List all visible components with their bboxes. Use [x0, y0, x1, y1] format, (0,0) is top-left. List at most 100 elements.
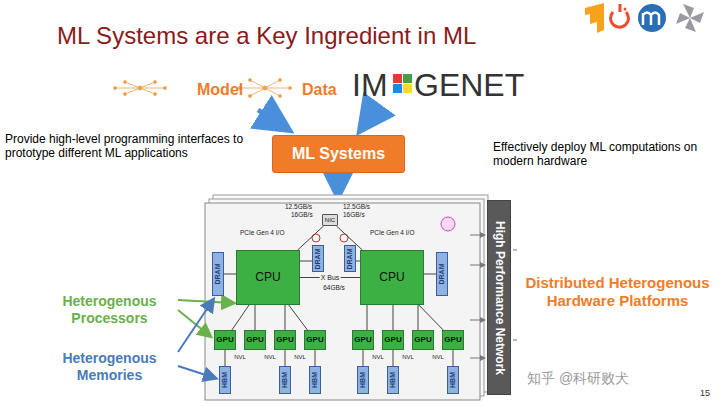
cpu-box: CPU: [236, 250, 300, 305]
dram-box: DRAM: [212, 252, 224, 296]
node-text: HBM: [359, 372, 367, 388]
drawing-part: [470, 320, 485, 321]
note-text: Provide high-level programming interface…: [5, 132, 270, 161]
drawing-part: [138, 86, 142, 90]
drawing-part: [154, 81, 157, 84]
node-text: HBM: [389, 372, 397, 388]
drawing-part: [164, 87, 167, 90]
node-text: HBM: [281, 372, 289, 388]
input-label: Data: [302, 80, 337, 99]
gpu-box: GPU: [382, 330, 404, 350]
network-band: High Performance Network: [487, 200, 511, 395]
imagenet-icon: [393, 74, 412, 93]
hbm-box: HBM: [357, 366, 369, 394]
system-box: ML Systems: [272, 135, 405, 173]
drawing-part: [441, 217, 455, 231]
drawing-part: [676, 13, 690, 24]
connector: [225, 350, 226, 366]
node-text: GPU: [414, 336, 431, 345]
watermark: 知乎 @科研败犬: [527, 370, 629, 387]
link-label: NVL: [233, 354, 247, 361]
nic-box: NIC: [322, 214, 338, 226]
page-number: 15: [700, 388, 710, 399]
logo-text: IM: [352, 66, 388, 104]
link-label: NVL: [263, 354, 277, 361]
input-label: Model: [197, 80, 243, 99]
cpu-box: CPU: [360, 250, 424, 305]
connector-label: X Bus: [320, 273, 341, 281]
drawing-part: [690, 12, 704, 23]
drawing-part: [513, 340, 517, 341]
drawing-part: [124, 81, 127, 84]
slide-title: ML Systems are a Key Ingredient in ML: [57, 22, 476, 50]
connector: [393, 305, 394, 330]
drawing-part: [125, 82, 155, 94]
drawing-part: [263, 86, 267, 90]
drawing-part: [258, 110, 286, 128]
drawing-part: [205, 203, 480, 400]
note-text: Effectively deploy ML computations on mo…: [493, 140, 715, 169]
node-text: HBM: [221, 372, 229, 388]
node-text: High Performance Network: [492, 220, 505, 374]
connector: [285, 305, 286, 330]
connector: [453, 350, 454, 366]
link-label: NVL: [371, 354, 385, 361]
framework-logos: [585, 3, 704, 33]
link-label: NVL: [293, 354, 307, 361]
drawing-part: [289, 87, 292, 90]
node-text: HBM: [449, 372, 457, 388]
dram-box: DRAM: [344, 245, 356, 272]
connector: [289, 305, 308, 330]
node-text: NIC: [325, 217, 335, 224]
connector: [418, 305, 419, 330]
drawing-part: [624, 8, 627, 11]
gpu-box: GPU: [244, 330, 266, 350]
drawing-part: [403, 74, 412, 83]
bandwidth-label: 12.5GB/s: [285, 203, 312, 211]
connector: [300, 261, 312, 262]
drawing-part: [470, 235, 485, 236]
gpu-box: GPU: [274, 330, 296, 350]
hbm-box: HBM: [447, 366, 459, 394]
node-text: GPU: [246, 336, 263, 345]
drawing-part: [611, 12, 629, 27]
drawing-part: [250, 80, 280, 96]
drawing-part: [124, 93, 127, 96]
dram-box: DRAM: [312, 245, 324, 272]
gpu-box: GPU: [352, 330, 374, 350]
node-text: GPU: [276, 336, 293, 345]
drawing-part: [154, 93, 157, 96]
drawing-part: [585, 3, 604, 33]
drawing-part: [250, 80, 280, 96]
bandwidth-label: 12.5GB/s: [343, 203, 370, 211]
connector: [224, 274, 236, 275]
drawing-part: [178, 300, 233, 303]
drawing-part: [643, 13, 659, 26]
bandwidth-label: 64GB/s: [322, 284, 346, 292]
drawing-part: [114, 87, 117, 90]
hbm-box: HBM: [279, 366, 291, 394]
io-label: PCIe Gen 4 I/O: [370, 229, 414, 237]
connector: [285, 350, 286, 366]
hbm-box: HBM: [387, 366, 399, 394]
drawing-part: [249, 79, 252, 82]
bandwidth-label: 16GB/s: [291, 211, 313, 219]
node-text: HBM: [311, 372, 319, 388]
node-text: DRAM: [314, 248, 322, 269]
node-text: ML Systems: [292, 145, 385, 163]
link-label: NVL: [431, 354, 445, 361]
drawing-part: [178, 300, 213, 352]
gpu-box: GPU: [304, 330, 326, 350]
logo-text: GENET: [414, 66, 524, 104]
node-text: CPU: [255, 271, 280, 284]
drawing-part: [393, 74, 402, 83]
drawing-part: [125, 82, 155, 94]
drawing-part: [336, 176, 341, 193]
drawing-part: [178, 310, 210, 336]
port-markers: [312, 217, 455, 242]
drawing-part: [362, 110, 375, 128]
callout-text: Heterogenous Processors: [42, 293, 177, 327]
drawing-part: [470, 358, 485, 359]
node-text: GPU: [444, 336, 461, 345]
